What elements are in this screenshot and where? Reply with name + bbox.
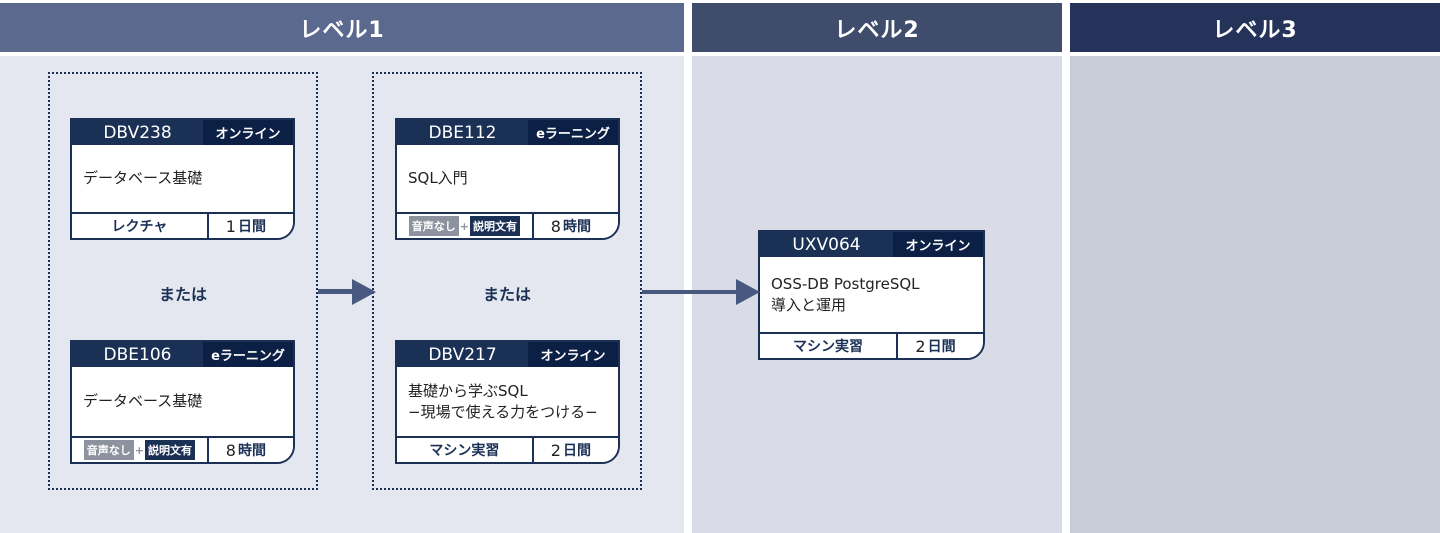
course-card-header: DBE106 eラーニング	[72, 342, 293, 367]
audio-tag: 音声なし	[83, 440, 134, 460]
course-format-badge: オンライン	[203, 120, 293, 145]
footer-divider	[531, 438, 534, 462]
duration-unit: 日間	[562, 443, 591, 459]
course-title: SQL入門	[397, 145, 618, 212]
course-duration: 2 日間	[534, 438, 618, 462]
course-card-uxv064[interactable]: UXV064 オンライン OSS-DB PostgreSQL 導入と運用 マシン…	[758, 230, 985, 360]
duration-unit: 時間	[237, 443, 266, 459]
course-style: マシン実習	[397, 438, 532, 462]
duration-unit: 日間	[237, 219, 266, 235]
course-duration: 8 時間	[209, 438, 293, 462]
duration-number: 2	[550, 440, 561, 460]
course-card-dbv238[interactable]: DBV238 オンライン データベース基礎 レクチャ 1 日間	[70, 118, 295, 240]
or-label-group2: または	[482, 285, 531, 304]
course-duration: 1 日間	[209, 214, 293, 238]
course-card-header: DBV238 オンライン	[72, 120, 293, 145]
caption-tag: 説明文有	[470, 216, 520, 236]
flow-arrow-2-shaft	[642, 290, 738, 294]
course-title: データベース基礎	[72, 145, 293, 212]
course-duration: 8 時間	[534, 214, 618, 238]
footer-divider	[206, 214, 209, 238]
course-title: OSS-DB PostgreSQL 導入と運用	[760, 257, 983, 332]
footer-divider	[206, 438, 209, 462]
footer-divider	[896, 334, 899, 358]
course-card-footer: レクチャ 1 日間	[72, 212, 293, 238]
duration-number: 2	[915, 336, 926, 356]
course-format-badge: eラーニング	[203, 342, 293, 367]
course-code: UXV064	[792, 234, 861, 255]
duration-unit: 時間	[562, 219, 591, 235]
course-title-line1: 基礎から学ぶSQL	[408, 381, 528, 400]
course-card-dbe106[interactable]: DBE106 eラーニング データベース基礎 音声なし + 説明文有 8 時間	[70, 340, 295, 464]
course-card-header: DBE112 eラーニング	[397, 120, 618, 145]
or-label-group1: または	[158, 285, 207, 304]
plus-icon: +	[459, 219, 469, 233]
course-style: 音声なし + 説明文有	[72, 438, 207, 462]
audio-tag: 音声なし	[408, 216, 459, 236]
course-title-line2: 導入と運用	[771, 295, 847, 314]
duration-number: 1	[225, 216, 236, 236]
duration-unit: 日間	[927, 339, 956, 355]
course-style-label: マシン実習	[793, 339, 863, 355]
course-card-footer: マシン実習 2 日間	[397, 436, 618, 462]
course-title-line2: −現場で使える力をつける−	[408, 402, 598, 421]
course-title: 基礎から学ぶSQL −現場で使える力をつける−	[397, 367, 618, 436]
column-body-level3	[1070, 56, 1440, 533]
flow-arrow-1-icon	[352, 279, 376, 305]
course-code: DBE112	[428, 122, 497, 143]
course-style-label: レクチャ	[111, 219, 168, 235]
course-style-label: マシン実習	[429, 443, 500, 459]
course-title-line1: データベース基礎	[83, 392, 203, 410]
duration-number: 8	[550, 216, 561, 236]
course-card-header: DBV217 オンライン	[397, 342, 618, 367]
caption-tag: 説明文有	[145, 440, 195, 460]
duration-number: 8	[225, 440, 236, 460]
course-card-footer: マシン実習 2 日間	[760, 332, 983, 358]
course-format-badge: オンライン	[893, 232, 983, 257]
course-group-1	[48, 72, 318, 490]
course-title-line1: OSS-DB PostgreSQL	[771, 274, 920, 293]
course-code: DBV217	[428, 344, 497, 365]
course-card-footer: 音声なし + 説明文有 8 時間	[72, 436, 293, 462]
column-header-level3: レベル3	[1070, 3, 1440, 52]
plus-icon: +	[134, 443, 144, 457]
course-style: マシン実習	[760, 334, 896, 358]
column-header-level2: レベル2	[692, 3, 1062, 52]
course-title-line1: SQL入門	[408, 169, 468, 187]
course-card-dbe112[interactable]: DBE112 eラーニング SQL入門 音声なし + 説明文有 8 時間	[395, 118, 620, 240]
course-code: DBE106	[103, 344, 172, 365]
footer-divider	[531, 214, 534, 238]
course-card-header: UXV064 オンライン	[760, 232, 983, 257]
course-title: データベース基礎	[72, 367, 293, 436]
flow-arrow-1-shaft	[318, 289, 354, 294]
course-code: DBV238	[103, 122, 172, 143]
course-card-dbv217[interactable]: DBV217 オンライン 基礎から学ぶSQL −現場で使える力をつける− マシン…	[395, 340, 620, 464]
course-title-line1: データベース基礎	[83, 169, 203, 187]
course-style: 音声なし + 説明文有	[397, 214, 532, 238]
course-format-badge: eラーニング	[528, 120, 618, 145]
course-format-badge: オンライン	[528, 342, 618, 367]
course-duration: 2 日間	[898, 334, 983, 358]
course-style: レクチャ	[72, 214, 207, 238]
flow-arrow-2-icon	[736, 279, 760, 305]
course-card-footer: 音声なし + 説明文有 8 時間	[397, 212, 618, 238]
column-header-level1: レベル1	[0, 3, 684, 52]
